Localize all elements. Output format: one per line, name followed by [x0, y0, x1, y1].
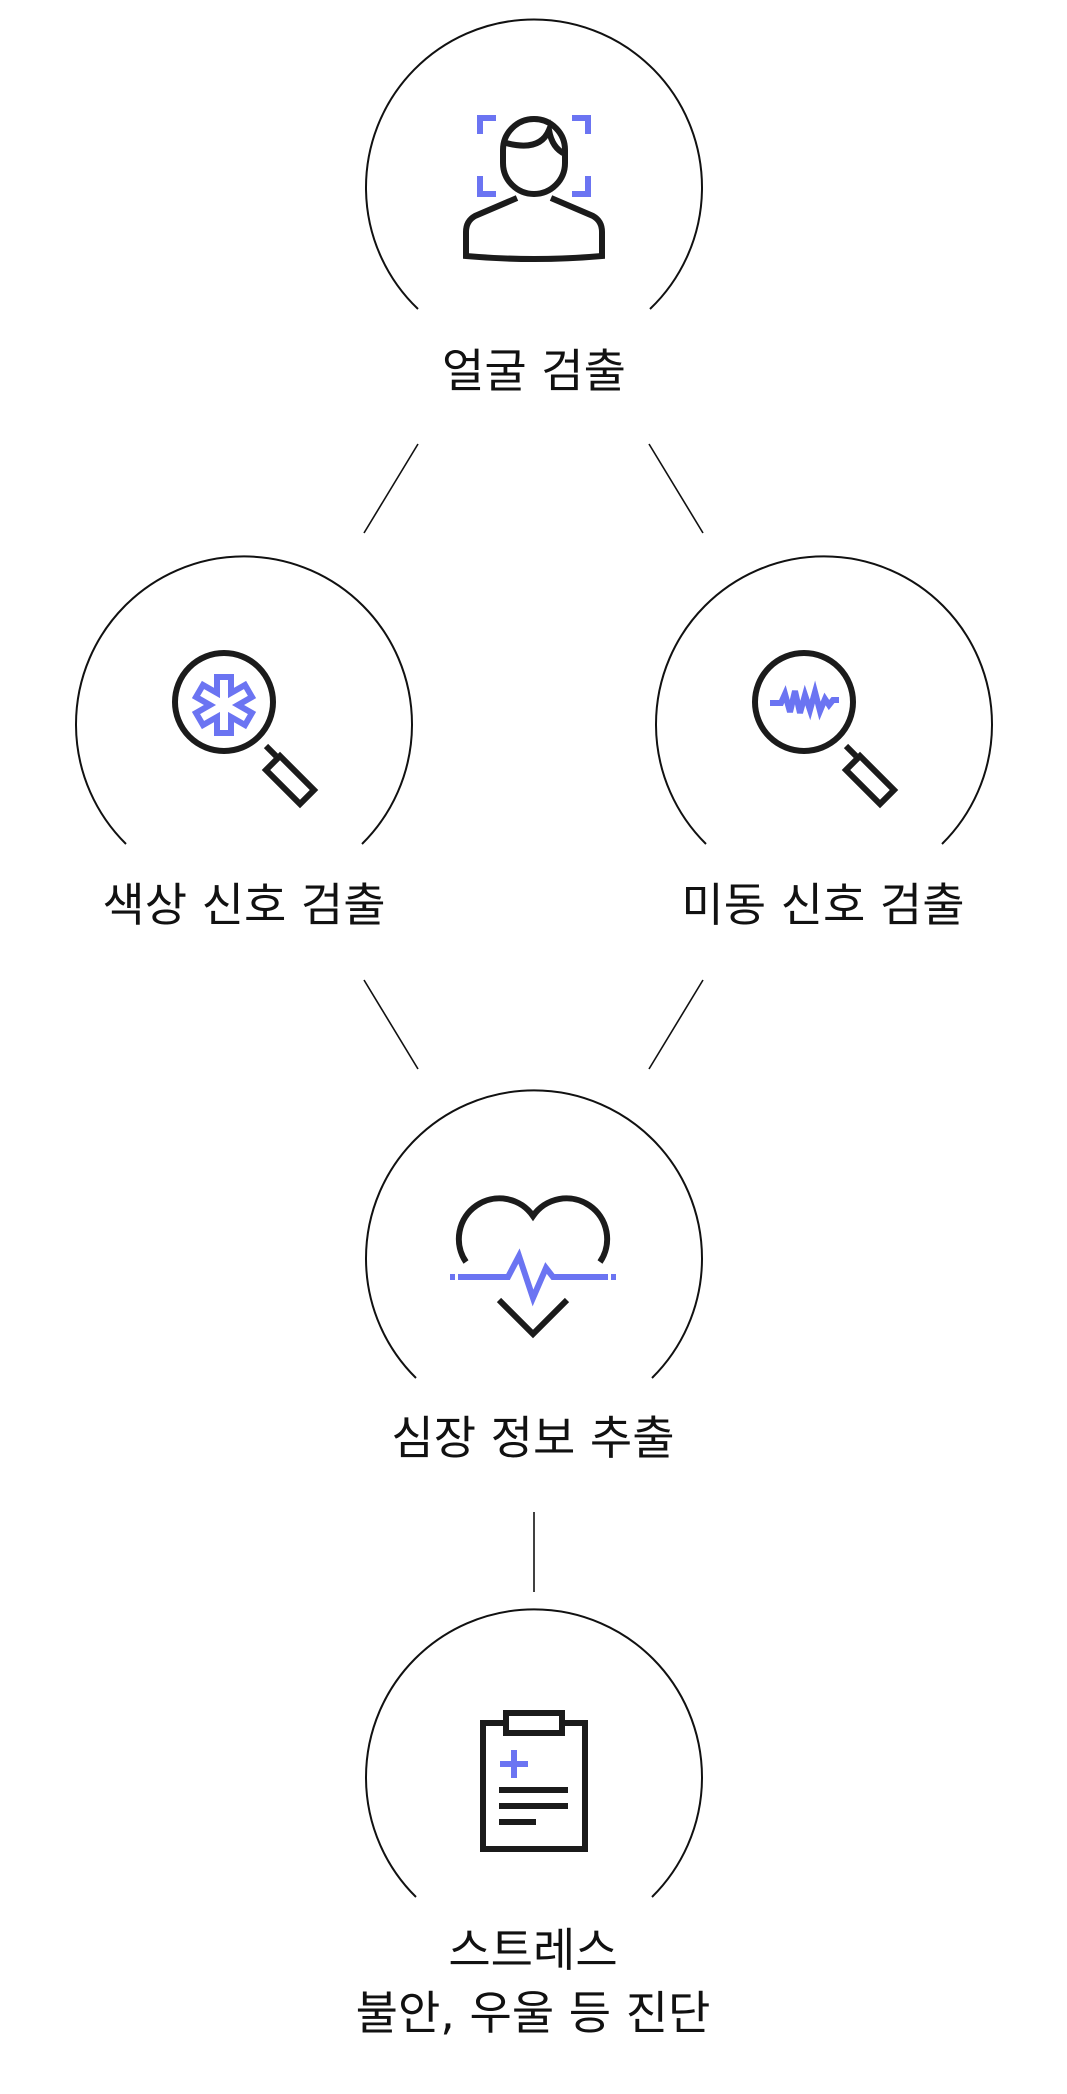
color-signal-label: 색상 신호 검출	[102, 878, 385, 932]
node-heart-info: 심장 정보 추출	[365, 1089, 703, 1465]
face-detection-label: 얼굴 검출	[442, 344, 626, 398]
magnifier-medical-icon	[172, 650, 319, 809]
motion-signal-ring	[655, 555, 993, 845]
diagnosis-ring	[365, 1608, 703, 1898]
medical-clipboard-icon	[480, 1710, 588, 1852]
color-signal-ring	[75, 555, 413, 845]
connector-face-to-motion	[648, 443, 704, 534]
heart-pulse-icon	[450, 1195, 616, 1339]
heart-info-label: 심장 정보 추출	[391, 1411, 674, 1465]
magnifier-waveform-icon	[752, 650, 899, 809]
diagnosis-label-line1: 스트레스	[448, 1923, 617, 1977]
face-scan-icon	[463, 115, 605, 262]
connector-face-to-color	[363, 443, 419, 534]
motion-signal-label: 미동 신호 검출	[681, 878, 964, 932]
node-motion-signal: 미동 신호 검출	[655, 555, 993, 932]
node-face-detection: 얼굴 검출	[365, 18, 703, 398]
node-color-signal: 색상 신호 검출	[75, 555, 413, 932]
connector-motion-to-heart	[648, 979, 704, 1070]
heart-info-ring	[365, 1089, 703, 1379]
diagnosis-label-line2: 불안, 우울 등 진단	[356, 1986, 711, 2040]
connector-color-to-heart	[363, 979, 419, 1070]
face-detection-ring	[365, 18, 703, 310]
node-diagnosis: 스트레스 불안, 우울 등 진단	[356, 1608, 711, 2040]
